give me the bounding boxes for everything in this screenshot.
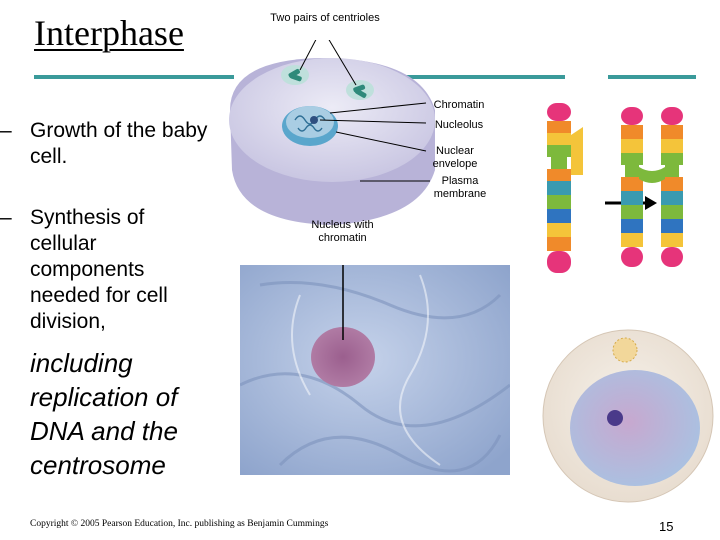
- page-number: 15: [659, 519, 674, 534]
- bullet-text: Synthesis of cellular components needed …: [30, 206, 168, 333]
- emphasis-text: including replication of DNA and the cen…: [30, 348, 178, 480]
- label-nucleolus: Nucleolus: [434, 119, 484, 131]
- micrograph-image: [240, 265, 510, 475]
- bullet-growth: – Growth of the baby cell.: [0, 118, 220, 178]
- chromatin: [294, 115, 326, 132]
- stained-nucleus: [311, 327, 375, 387]
- centriole-pair-right: [346, 80, 374, 100]
- interphase-cell-image: [542, 329, 714, 503]
- bullet-synthesis: – Synthesis of cellular components neede…: [0, 205, 220, 345]
- title-rule: [0, 75, 720, 79]
- bullet-dash: –: [0, 206, 12, 229]
- label-nuclear-envelope: Nuclear envelope: [432, 145, 478, 170]
- nuclear-envelope: [286, 106, 334, 138]
- centriole-pair-left: [281, 65, 309, 85]
- duplicated-chromosome: [621, 107, 683, 267]
- bullet-text: Growth of the baby cell.: [30, 119, 208, 168]
- copyright-footer: Copyright © 2005 Pearson Education, Inc.…: [30, 519, 329, 529]
- label-chromatin: Chromatin: [433, 99, 485, 111]
- cell-diagram: [229, 40, 435, 225]
- bullet-dash: –: [0, 119, 12, 142]
- nucleolus: [310, 116, 318, 124]
- slide-title: Interphase: [34, 13, 184, 53]
- chromosome-illustration: [547, 103, 683, 273]
- single-chromosome: [547, 103, 583, 273]
- label-plasma-membrane: Plasma membrane: [433, 175, 487, 200]
- label-nucleus-with-chromatin: Nucleus with chromatin: [311, 219, 374, 244]
- label-centrioles: Two pairs of centrioles: [270, 12, 380, 24]
